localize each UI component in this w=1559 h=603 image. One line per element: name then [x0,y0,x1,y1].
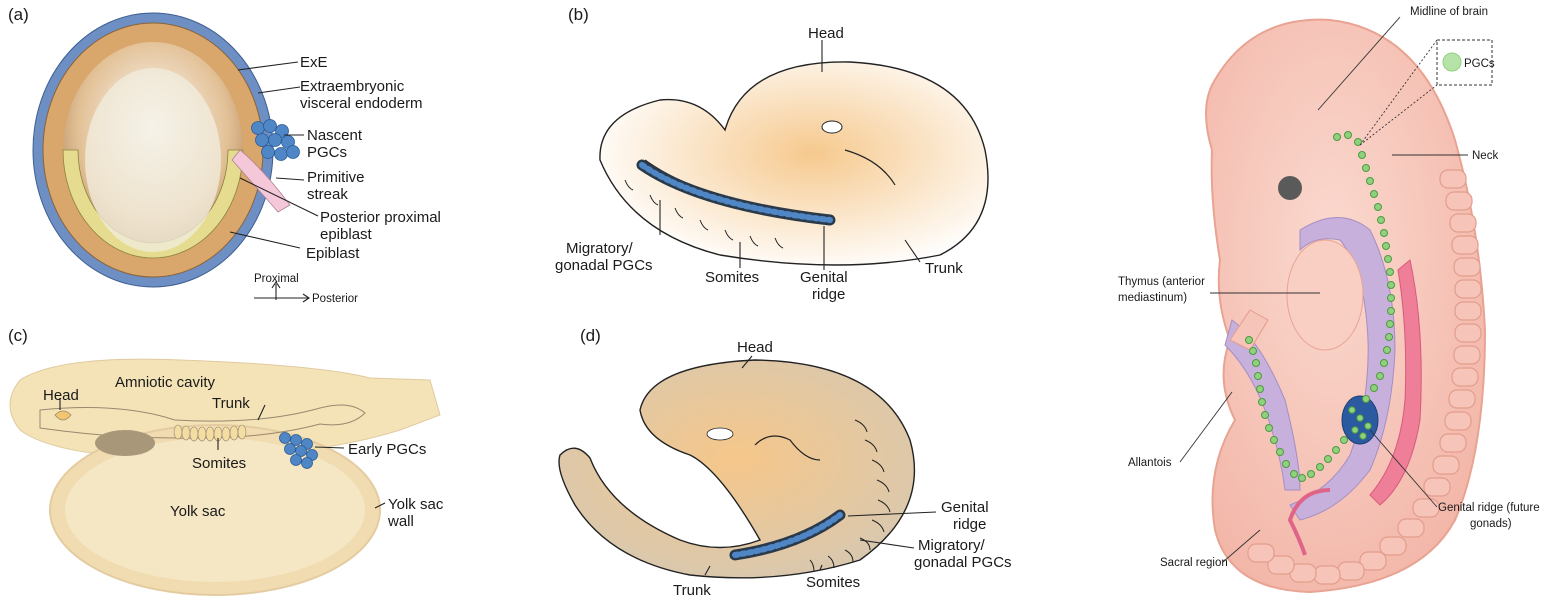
label-proximal: Proximal [254,273,299,285]
label-early-pgcs: Early PGCs [348,441,426,458]
label-b-trunk: Trunk [925,260,963,277]
label-inset-pgcs: PGCs [1464,58,1495,70]
label-nascent: Nascent [307,127,363,144]
panel-c-somites [174,425,246,441]
label-c-somites: Somites [192,455,246,472]
panel-c: (c) Amniotic cavity Head Trunk Early PGC… [8,326,444,595]
label-d-genital: Genital [941,499,989,516]
thymus-region [1287,240,1363,350]
label-sacral-region: Sacral region [1160,557,1228,569]
label-b-genital: Genital [800,269,848,286]
label-d-ridge: ridge [953,516,986,533]
label-b-head: Head [808,25,844,42]
panel-d: (d) Head Genital ridge Migratory/ gonada… [559,326,1012,599]
egg-cylinder [33,13,300,287]
label-yolk-sac-wall: Yolk sac [388,496,444,513]
label-neck: Neck [1472,150,1498,162]
label-yolk-sac: Yolk sac [170,503,226,520]
panel-d-letter: (d) [580,326,601,345]
label-d-trunk: Trunk [673,582,711,599]
label-d-migratory: Migratory/ [918,537,986,554]
pgcs-inset-cell [1443,53,1461,71]
label-posterior-proximal: Posterior proximal [320,209,441,226]
panel-b-letter: (b) [568,5,589,24]
label-extraembryonic: Extraembryonic [300,78,405,95]
label-gonads: gonads) [1470,518,1512,530]
embryo-b-body [600,62,988,265]
label-c-trunk: Trunk [212,395,250,412]
label-thymus: Thymus (anterior [1118,276,1205,288]
label-nascent-pgcs: PGCs [307,144,347,161]
label-d-somites: Somites [806,574,860,591]
panel-b: (b) Head Migratory/ gonadal PGCs Somites… [555,5,988,303]
panel-c-letter: (c) [8,326,28,345]
label-visceral-endoderm: visceral endoderm [300,95,423,112]
label-posterior: Posterior [312,293,358,305]
panel-a: (a) ExE Extraembryonic visceral endoderm [8,5,441,305]
label-midline-of-brain: Midline of brain [1410,6,1488,18]
axis-arrows [254,282,309,302]
label-amniotic-cavity: Amniotic cavity [115,374,216,391]
label-d-head: Head [737,339,773,356]
label-streak: streak [307,186,348,203]
eye [1278,176,1302,200]
label-exe: ExE [300,54,328,71]
label-ppe-epiblast: epiblast [320,226,373,243]
label-epiblast: Epiblast [306,245,360,262]
label-yolk-wall: wall [387,513,414,530]
label-primitive: Primitive [307,169,365,186]
embryo-d-body [559,360,914,578]
label-mediastinum: mediastinum) [1118,292,1187,304]
panel-a-letter: (a) [8,5,29,24]
label-b-ridge: ridge [812,286,845,303]
label-b-somites: Somites [705,269,759,286]
label-allantois: Allantois [1128,457,1172,469]
label-b-migratory: Migratory/ [566,240,634,257]
label-b-gonadal-pgcs: gonadal PGCs [555,257,653,274]
panel-e: Midline of brain PGCs Neck Thymus (anter… [1118,6,1540,592]
label-d-gonadal-pgcs: gonadal PGCs [914,554,1012,571]
label-c-head: Head [43,387,79,404]
label-genital-ridge: Genital ridge (future [1438,502,1540,514]
